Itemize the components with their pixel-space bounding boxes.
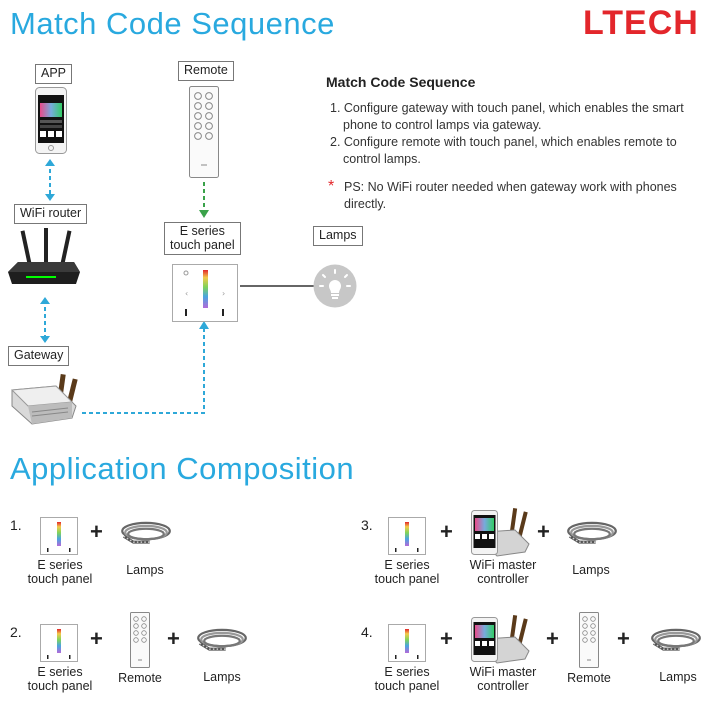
e-series-touch-panel-icon: ‹ › [172, 264, 238, 322]
composition-item-3-part-3-caption: Lamps [572, 563, 610, 577]
plus-sign: + [440, 519, 453, 544]
remote-label: Remote [178, 61, 234, 81]
caption-line2: touch panel [374, 679, 440, 693]
note-asterisk: * [328, 178, 335, 195]
plus-sign: + [617, 626, 630, 651]
lamp-bulb-icon [313, 264, 357, 308]
composition-item-2-part-1-caption: E series touch panel [19, 665, 101, 693]
led-strip-icon [196, 625, 248, 657]
composition-title: Application Composition [10, 451, 355, 486]
led-strip-icon [120, 518, 172, 550]
gateway-icon [10, 374, 78, 425]
e-series-touch-panel-icon [388, 517, 426, 555]
caption-line1: WiFi master [469, 665, 537, 679]
instruction-step-1-line2: phone to control lamps via gateway. [343, 118, 542, 132]
instruction-note-line2: directly. [344, 197, 387, 211]
composition-item-2-part-3-caption: Lamps [203, 670, 241, 684]
composition-item-4-part-2-caption: WiFi master controller [461, 665, 545, 693]
composition-item-4-part-4-caption: Lamps [659, 670, 697, 684]
plus-sign: + [546, 626, 559, 651]
e-series-label-line1: E series [179, 224, 225, 238]
wifi-master-controller-icon [471, 615, 531, 665]
led-strip-icon [566, 518, 618, 550]
e-series-touch-panel-icon [40, 517, 78, 555]
gateway-label: Gateway [8, 346, 70, 366]
instruction-note: PS: No WiFi router needed when gateway w… [344, 179, 716, 213]
e-series-touch-panel-icon [388, 624, 426, 662]
plus-sign: + [440, 626, 453, 651]
caption-line2: touch panel [27, 572, 93, 586]
svg-text:‹: ‹ [185, 289, 188, 298]
composition-item-4-part-1-caption: E series touch panel [366, 665, 448, 693]
caption-line2: touch panel [374, 572, 440, 586]
caption-line1: E series [37, 558, 83, 572]
composition-item-2-number: 2. [10, 624, 22, 640]
led-strip-icon [650, 625, 702, 657]
remote-icon [189, 86, 219, 178]
composition-item-4-part-3-caption: Remote [567, 671, 611, 685]
remote-icon [579, 612, 599, 668]
remote-icon [130, 612, 150, 668]
smartphone-icon [35, 87, 67, 154]
caption-line1: E series [37, 665, 83, 679]
caption-line2: touch panel [27, 679, 93, 693]
composition-item-4-number: 4. [361, 624, 373, 640]
composition-item-1-part-2-caption: Lamps [126, 563, 164, 577]
instruction-step-1-line1: 1. Configure gateway with touch panel, w… [330, 101, 684, 115]
composition-item-3-part-2-caption: WiFi master controller [461, 558, 545, 586]
e-series-label: E series touch panel [164, 222, 241, 255]
plus-sign: + [167, 626, 180, 651]
caption-line1: E series [384, 558, 430, 572]
plus-sign: + [90, 519, 103, 544]
e-series-touch-panel-icon [40, 624, 78, 662]
instruction-step-2-line1: 2. Configure remote with touch panel, wh… [330, 135, 677, 149]
instruction-note-line1: PS: No WiFi router needed when gateway w… [344, 180, 677, 194]
lamps-label: Lamps [313, 226, 363, 246]
caption-line1: E series [384, 665, 430, 679]
instruction-step-1: 1. Configure gateway with touch panel, w… [330, 100, 715, 134]
caption-line2: controller [477, 572, 529, 586]
svg-text:›: › [222, 289, 225, 298]
caption-line1: WiFi master [469, 558, 537, 572]
caption-line2: controller [477, 679, 529, 693]
app-label: APP [35, 64, 73, 84]
instruction-step-2-line2: control lamps. [343, 152, 421, 166]
wifi-master-controller-icon [471, 508, 531, 558]
plus-sign: + [537, 519, 550, 544]
ltech-logo: LTECH [583, 4, 699, 42]
instructions-title: Match Code Sequence [326, 74, 476, 90]
plus-sign: + [90, 626, 103, 651]
page-title: Match Code Sequence [10, 6, 335, 41]
composition-item-1-number: 1. [10, 517, 22, 533]
composition-item-3-part-1-caption: E series touch panel [366, 558, 448, 586]
wifi-router-label: WiFi router [14, 204, 88, 224]
composition-item-2-part-2-caption: Remote [118, 671, 162, 685]
instruction-step-2: 2. Configure remote with touch panel, wh… [330, 134, 715, 168]
composition-item-3-number: 3. [361, 517, 373, 533]
composition-item-1-part-1-caption: E series touch panel [19, 558, 101, 586]
wifi-router-icon [8, 228, 80, 284]
e-series-label-line2: touch panel [170, 238, 235, 252]
